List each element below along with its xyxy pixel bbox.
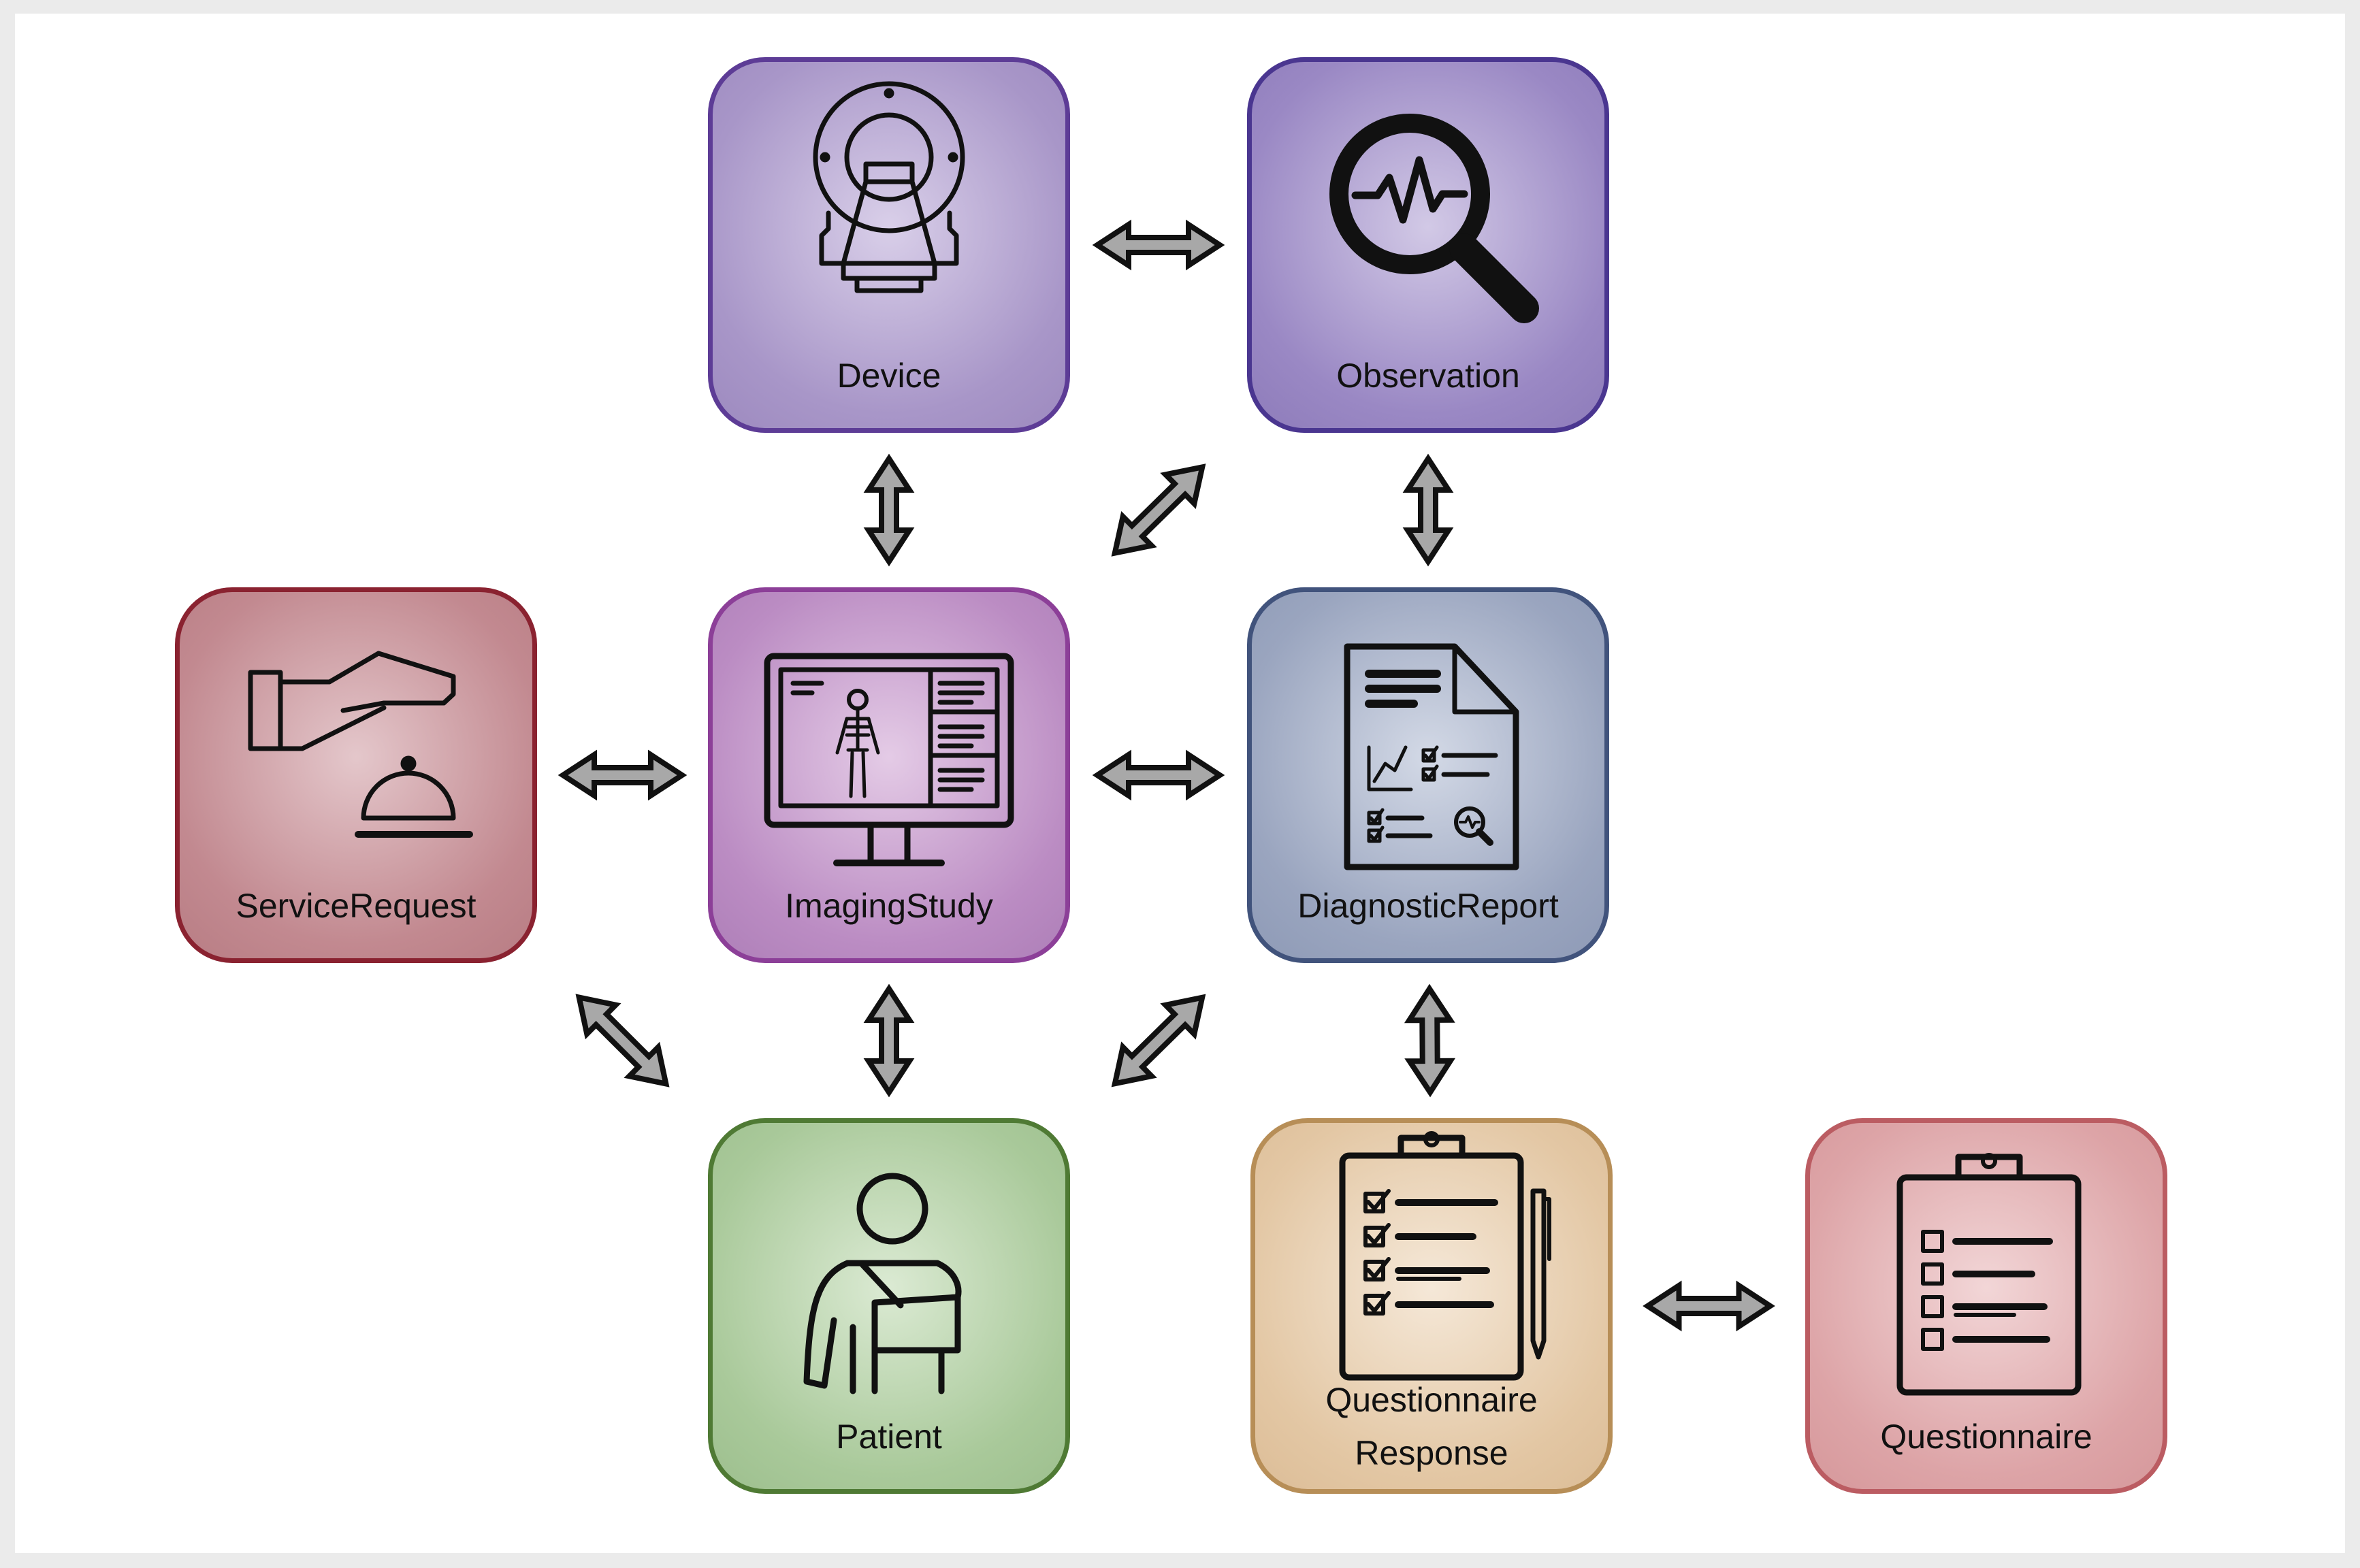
arrow-diagnosticreport-questionnaireresponse — [1404, 983, 1456, 1098]
arrow-questionnaireresponse-questionnaire — [1643, 1280, 1775, 1332]
report-document-icon — [1344, 643, 1519, 870]
node-label: Device — [837, 357, 941, 395]
arrow-observation-diagnosticreport — [1402, 453, 1454, 567]
node-label: ServiceRequest — [236, 887, 476, 925]
node-label: DiagnosticReport — [1297, 887, 1559, 925]
arrow-patient-diagnosticreport — [1111, 994, 1206, 1088]
node-observation: Observation — [1247, 57, 1609, 433]
arrow-servicerequest-imagingstudy — [557, 749, 688, 801]
node-questionnaire: Questionnaire — [1805, 1118, 2167, 1494]
clipboard-checked-pen-icon — [1339, 1131, 1551, 1381]
diagram-canvas: Device Observation ServiceRequest — [15, 14, 2345, 1553]
node-patient: Patient — [708, 1118, 1070, 1494]
relationship-arrows — [557, 219, 1775, 1332]
hand-service-bell-icon — [248, 651, 473, 838]
mri-scanner-icon — [813, 81, 965, 293]
node-diagnosticreport: DiagnosticReport — [1247, 587, 1609, 963]
arrow-imagingstudy-diagnosticreport — [1092, 749, 1225, 801]
node-label-line2: Response — [1355, 1434, 1508, 1472]
clipboard-checklist-icon — [1896, 1153, 2082, 1396]
patient-arm-sling-icon — [803, 1173, 962, 1394]
monitor-xray-icon — [764, 653, 1014, 866]
node-label: Patient — [836, 1418, 942, 1456]
node-label: ImagingStudy — [785, 887, 993, 925]
arrow-servicerequest-patient — [575, 994, 670, 1088]
node-imagingstudy: ImagingStudy — [708, 587, 1070, 963]
arrow-device-imagingstudy — [863, 453, 915, 567]
node-label: Observation — [1336, 357, 1520, 395]
arrow-imagingstudy-patient — [863, 983, 915, 1098]
node-device: Device — [708, 57, 1070, 433]
node-label: Questionnaire — [1880, 1418, 2092, 1456]
magnifier-heartbeat-icon — [1329, 114, 1539, 323]
node-servicerequest: ServiceRequest — [175, 587, 537, 963]
node-label: Questionnaire — [1325, 1381, 1538, 1419]
arrow-imagingstudy-observation — [1111, 463, 1206, 557]
arrow-device-observation — [1092, 219, 1225, 271]
node-questionnaireresponse: Questionnaire Response — [1250, 1118, 1613, 1494]
